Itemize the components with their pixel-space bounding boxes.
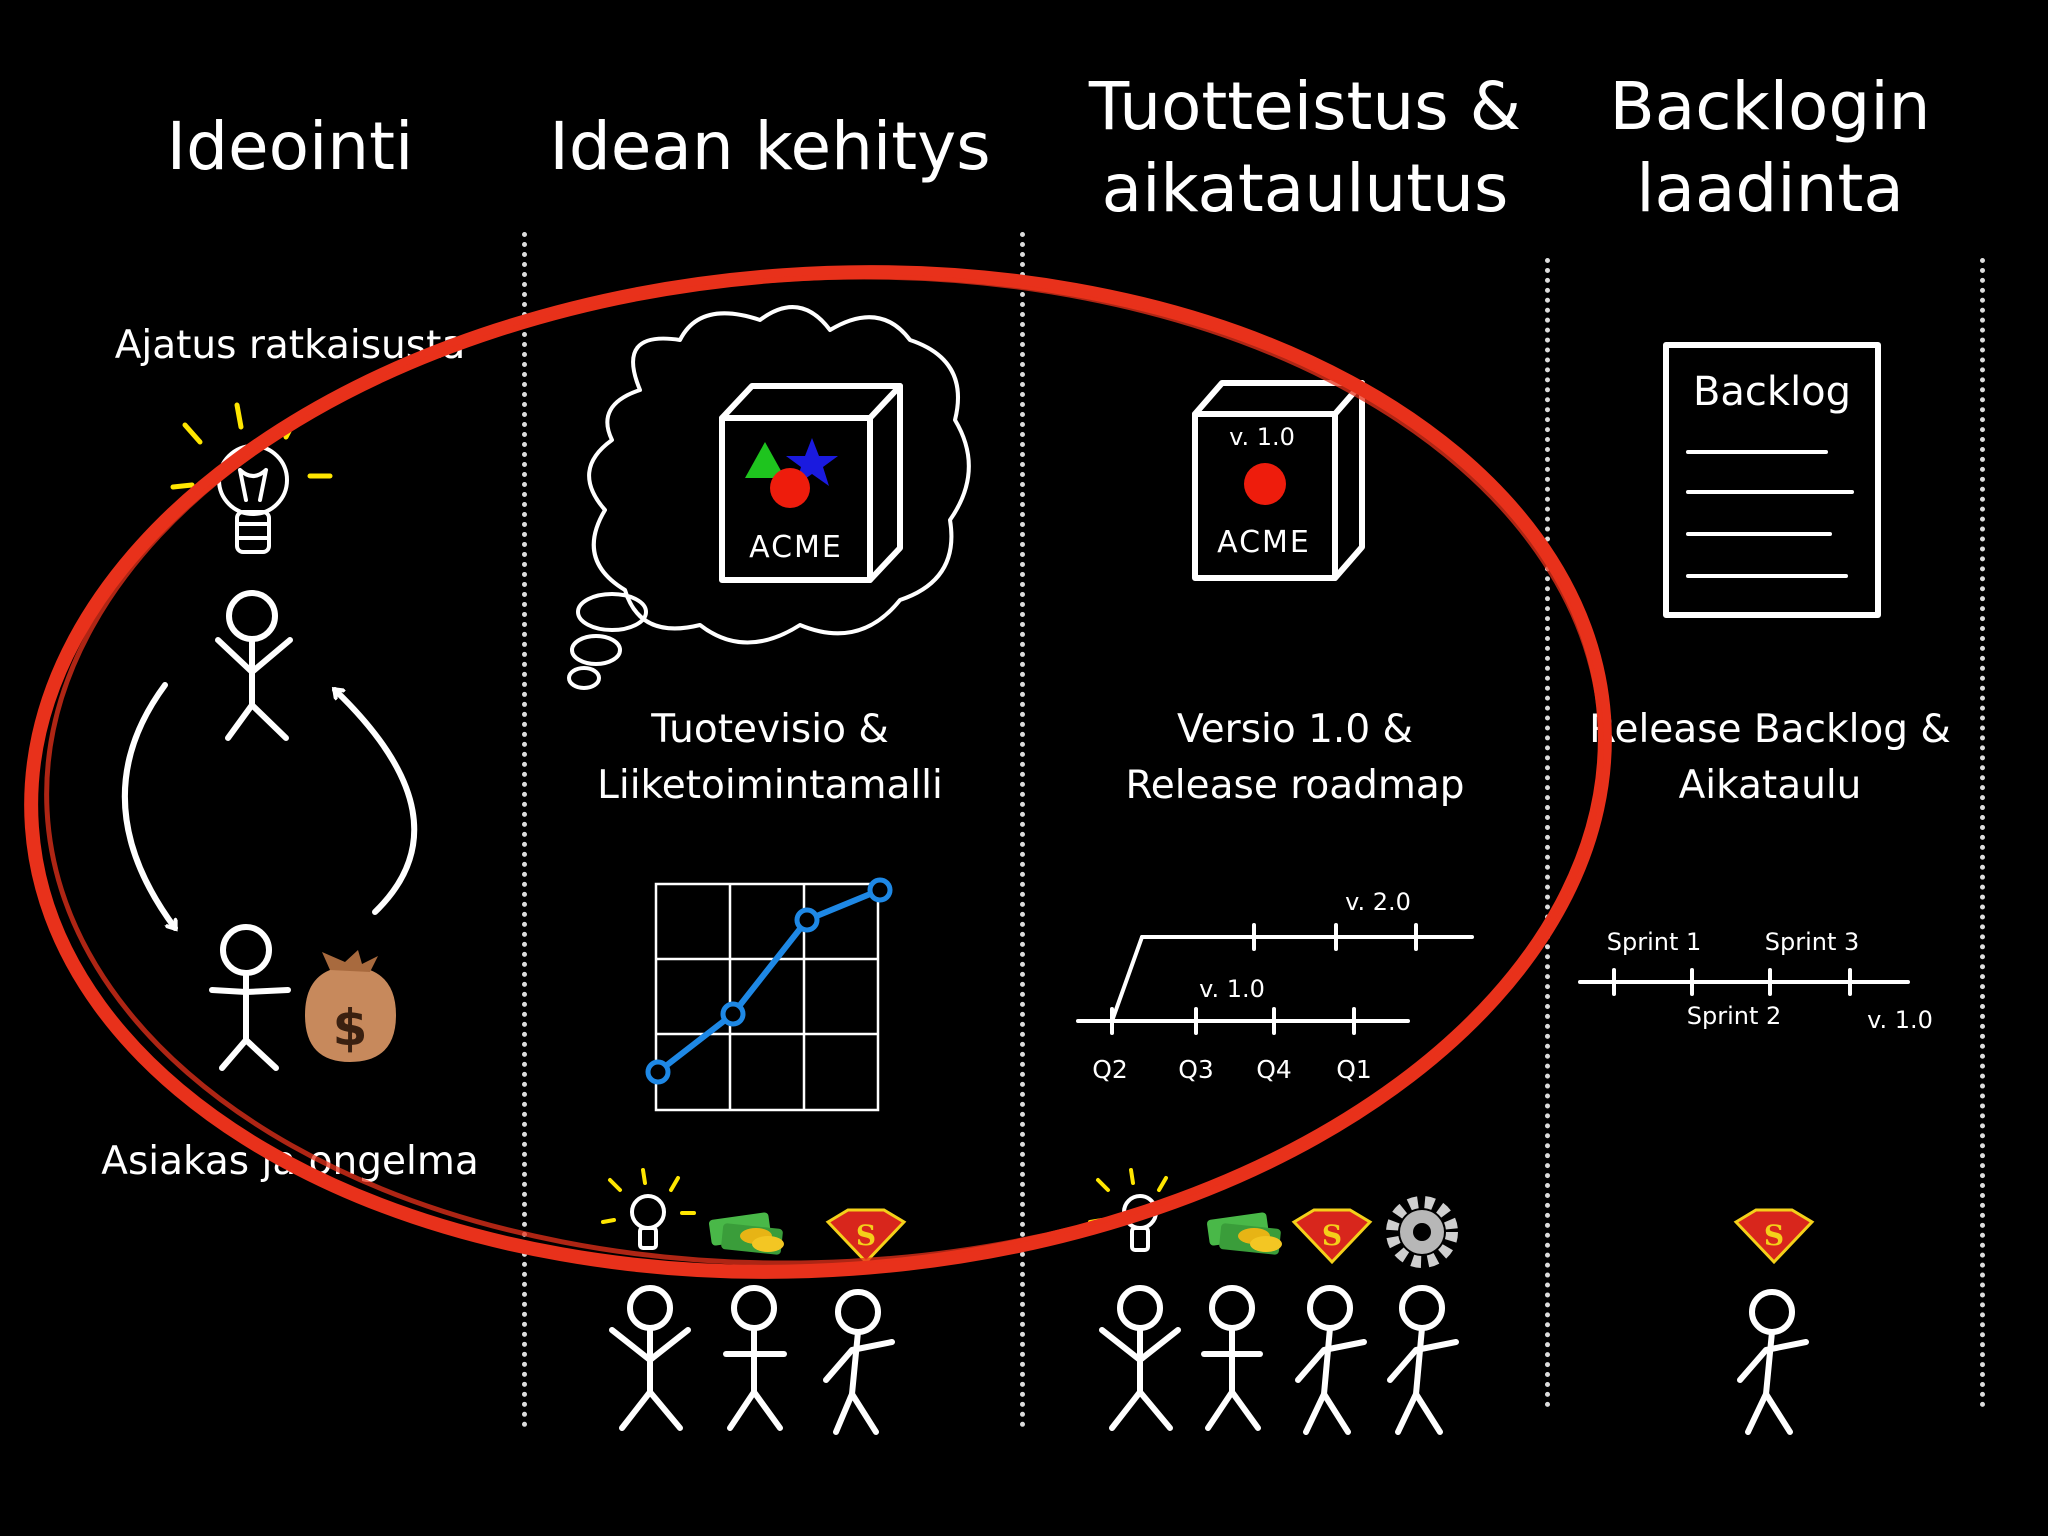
stick-figure-icon — [823, 1289, 895, 1435]
stick-figure-icon — [1387, 1285, 1459, 1435]
sprint-timeline: Sprint 1 Sprint 2 Sprint 3 v. 1.0 — [1578, 928, 1933, 1034]
stick-figure-icon — [1295, 1285, 1367, 1435]
quarter-label: Q1 — [1336, 1055, 1372, 1084]
superman-logo-icon: S — [825, 1208, 907, 1265]
stick-figure-icon — [1737, 1289, 1809, 1435]
sprint-label: Sprint 3 — [1765, 928, 1860, 956]
column-separator — [1980, 258, 1985, 1408]
stick-figure-icon — [1099, 1285, 1181, 1431]
highlight-ellipse — [24, 265, 1612, 1279]
box-label: ACME — [1217, 525, 1311, 560]
document-icon: Backlog — [1663, 342, 1881, 618]
thought-cloud-icon — [587, 305, 971, 645]
box-label: ACME — [749, 530, 843, 565]
svg-text:S: S — [1764, 1219, 1784, 1252]
stick-figure-icon — [209, 924, 291, 1071]
box-version: v. 1.0 — [1229, 423, 1295, 451]
product-box-icon: ACME — [719, 383, 903, 583]
caption-release-backlog: Release Backlog &Aikataulu — [1589, 707, 1951, 808]
stick-figure-icon — [1201, 1285, 1263, 1431]
lightbulb-icon — [601, 1168, 696, 1250]
quarter-label: Q3 — [1178, 1055, 1214, 1084]
roadmap-version-2: v. 2.0 — [1345, 888, 1411, 916]
sprint-label: Sprint 2 — [1687, 1002, 1782, 1030]
caption-tuotevisio: Tuotevisio &Liiketoimintamalli — [597, 707, 943, 808]
stick-figure-icon — [723, 1285, 787, 1431]
release-roadmap: v. 1.0 v. 2.0 Q2 Q3 Q4 Q1 — [1076, 888, 1474, 1084]
column-title-idean-kehitys: Idean kehitys — [549, 108, 991, 185]
quarter-label: Q4 — [1256, 1055, 1292, 1084]
gear-icon — [1386, 1196, 1458, 1268]
quarter-label: Q2 — [1092, 1055, 1128, 1084]
roadmap-version-1: v. 1.0 — [1199, 975, 1265, 1003]
timeline-version: v. 1.0 — [1867, 1006, 1933, 1034]
column-title-tuotteistus: Tuotteistus &aikataulutus — [1088, 68, 1522, 227]
column-separator — [522, 232, 527, 1428]
column-separator — [1020, 232, 1025, 1428]
money-bag-icon: $ — [305, 950, 396, 1062]
cash-icon — [1207, 1212, 1282, 1255]
stick-figure-icon — [609, 1285, 691, 1431]
svg-text:S: S — [1322, 1219, 1342, 1252]
cycle-arrow-up — [335, 690, 418, 915]
thought-bubble-icon — [567, 592, 648, 690]
line-chart-icon — [645, 877, 893, 1112]
product-box-icon: v. 1.0 ACME — [1192, 380, 1365, 581]
stick-figure-icon — [215, 590, 293, 741]
sprint-label: Sprint 1 — [1607, 928, 1702, 956]
column-title-ideointi: Ideointi — [166, 108, 414, 185]
svg-text:$: $ — [333, 999, 368, 1057]
lightbulb-icon — [170, 402, 333, 554]
column-separator — [1545, 258, 1550, 1408]
superman-logo-icon: S — [1733, 1208, 1815, 1265]
svg-text:S: S — [856, 1219, 876, 1252]
caption-versio: Versio 1.0 &Release roadmap — [1125, 707, 1465, 808]
document-title: Backlog — [1693, 369, 1851, 415]
cash-icon — [709, 1212, 784, 1255]
cycle-arrow-down — [121, 682, 178, 928]
superman-logo-icon: S — [1291, 1208, 1373, 1265]
